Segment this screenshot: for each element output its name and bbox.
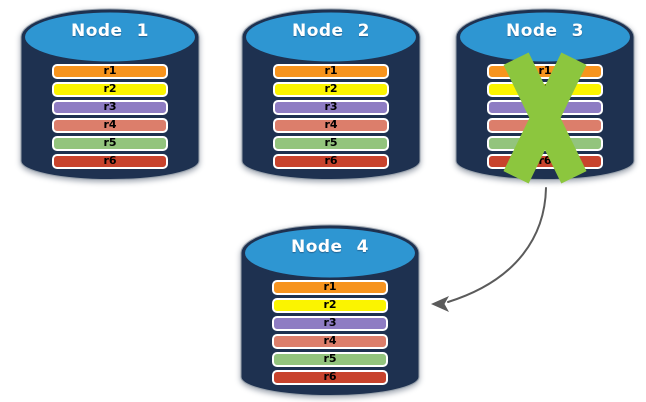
cylinder-top-ellipse — [25, 12, 195, 62]
record-list: r1 r2 r3 r4 r5 r6 — [52, 64, 168, 169]
record-r2: r2 — [272, 298, 388, 313]
record-r5: r5 — [52, 136, 168, 151]
record-r5: r5 — [272, 352, 388, 367]
cylinder-top-ellipse — [246, 12, 416, 62]
node-title: Node 4 — [290, 237, 369, 257]
record-r1: r1 — [52, 64, 168, 79]
node-2: Node 2 r1 r2 r3 r4 r5 r6 — [241, 8, 421, 180]
arrow-head-icon — [431, 296, 449, 312]
record-r4: r4 — [272, 334, 388, 349]
record-r6: r6 — [52, 154, 168, 169]
record-r2: r2 — [52, 82, 168, 97]
node-4: Node 4 r1 r2 r3 r4 r5 r6 — [240, 224, 420, 396]
record-r6: r6 — [272, 370, 388, 385]
x-stroke-right — [503, 52, 587, 184]
arrow-curve — [447, 187, 547, 303]
node-1: Node 1 r1 r2 r3 r4 r5 r6 — [20, 8, 200, 180]
record-r2: r2 — [273, 82, 389, 97]
node-title: Node 3 — [505, 21, 584, 41]
record-list: r1 r2 r3 r4 r5 r6 — [273, 64, 389, 169]
record-r1: r1 — [273, 64, 389, 79]
record-r3: r3 — [52, 100, 168, 115]
cylinder-top-ellipse — [245, 228, 415, 278]
record-r4: r4 — [52, 118, 168, 133]
cylinder-top-ellipse — [460, 12, 630, 62]
node-3: Node 3 r1 r2 r3 r4 r5 r6 — [455, 8, 635, 184]
failure-x-icon — [503, 52, 587, 184]
record-r3: r3 — [272, 316, 388, 331]
node-title: Node 2 — [291, 21, 370, 41]
record-list: r1 r2 r3 r4 r5 r6 — [272, 280, 388, 385]
node-title: Node 1 — [70, 21, 149, 41]
record-r3: r3 — [273, 100, 389, 115]
record-r4: r4 — [273, 118, 389, 133]
record-r6: r6 — [273, 154, 389, 169]
record-r5: r5 — [273, 136, 389, 151]
record-r1: r1 — [272, 280, 388, 295]
